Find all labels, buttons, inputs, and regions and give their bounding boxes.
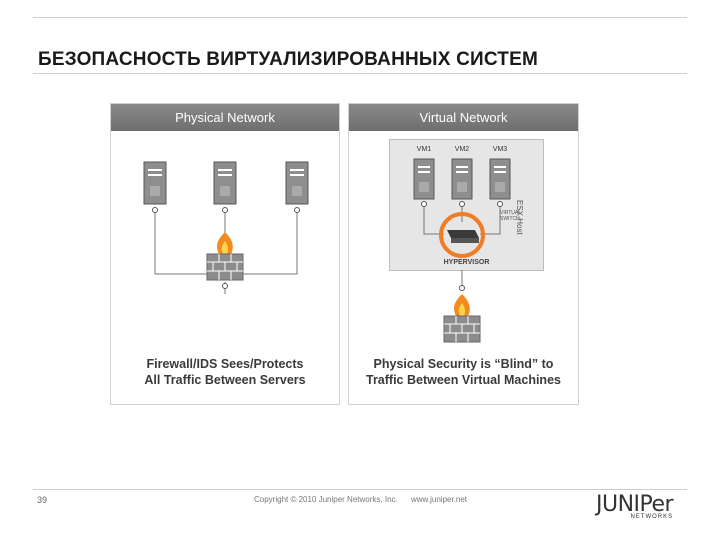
vm1-label: VM1	[416, 146, 432, 153]
page-number: 39	[37, 495, 48, 505]
physical-network-diagram	[143, 161, 309, 294]
top-rule	[33, 17, 687, 18]
server-icon	[143, 161, 167, 213]
slide-title: БЕЗОПАСНОСТЬ ВИРТУАЛИЗИРОВАННЫХ СИСТЕМ	[38, 49, 538, 70]
title-rule	[33, 73, 687, 74]
website-link[interactable]: www.juniper.net	[411, 495, 468, 504]
virtual-switch-icon	[439, 212, 485, 258]
copyright-text: Copyright © 2010 Juniper Networks, Inc.	[254, 495, 398, 504]
vm3-label: VM3	[492, 146, 508, 153]
footer-rule	[33, 489, 687, 490]
vm-server-icon	[451, 158, 473, 207]
virtual-links	[423, 204, 501, 290]
firewall-icon	[206, 232, 244, 289]
vm2-label: VM2	[454, 146, 470, 153]
virtual-network-panel: Virtual Network VM1 VM2 VM3 VIRTUAL SWIT…	[348, 103, 579, 405]
server-icon	[285, 161, 309, 213]
firewall-icon	[443, 285, 481, 343]
hypervisor-label: HYPERVISOR	[443, 259, 490, 266]
physical-network-panel: Physical Network	[110, 103, 340, 405]
juniper-logo: JUNIPer NETWORKS	[596, 492, 674, 521]
vm-server-icon	[489, 158, 511, 207]
virtual-network-header: Virtual Network	[349, 104, 578, 131]
physical-network-header: Physical Network	[111, 104, 339, 131]
virtual-network-diagram	[413, 158, 511, 343]
physical-network-caption: Firewall/IDS Sees/Protects All Traffic B…	[144, 357, 306, 387]
virtual-network-caption: Physical Security is “Blind” to Traffic …	[366, 357, 561, 387]
server-icon	[213, 161, 237, 213]
vm-server-icon	[413, 158, 435, 207]
virtual-switch-label: VIRTUAL SWITCH	[500, 210, 521, 222]
